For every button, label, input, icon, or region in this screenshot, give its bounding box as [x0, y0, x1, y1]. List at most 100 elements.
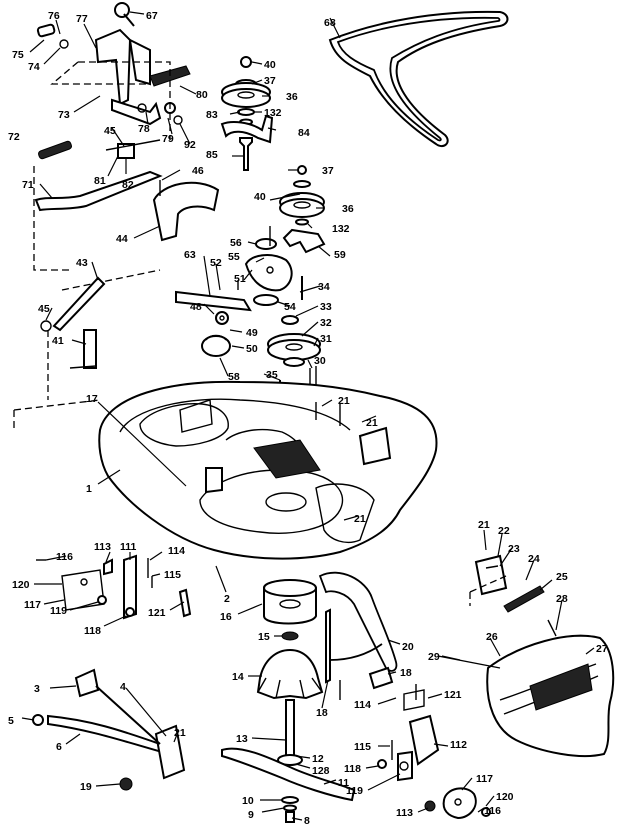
- callout-16: 16: [220, 611, 232, 623]
- callout-78: 78: [138, 123, 150, 135]
- callout-26: 26: [486, 631, 498, 643]
- callout-21-d: 21: [174, 727, 186, 739]
- callout-40-upper: 40: [264, 59, 276, 71]
- callout-73: 73: [58, 109, 70, 121]
- callout-85: 85: [206, 149, 218, 161]
- callout-35: 35: [266, 369, 278, 381]
- callout-28: 28: [556, 593, 568, 605]
- callout-11: 11: [338, 777, 349, 789]
- callout-55: 55: [228, 251, 240, 263]
- callout-44: 44: [116, 233, 128, 245]
- callout-41: 41: [52, 335, 64, 347]
- callout-8: 8: [304, 815, 310, 827]
- callout-116-left: 116: [56, 551, 73, 563]
- callout-77: 77: [76, 13, 88, 25]
- callout-84: 84: [298, 127, 310, 139]
- callout-37-lower: 37: [322, 165, 334, 177]
- callout-112: 112: [450, 739, 467, 751]
- callout-6: 6: [56, 741, 62, 753]
- callout-81: 81: [94, 175, 106, 187]
- callout-56: 56: [230, 237, 242, 249]
- callout-115-right: 115: [354, 741, 371, 753]
- discharge-chute: [486, 634, 615, 757]
- callout-19: 19: [80, 781, 92, 793]
- callout-37-upper: 37: [264, 75, 276, 87]
- callout-49: 49: [246, 327, 258, 339]
- callout-52: 52: [210, 257, 222, 269]
- mower-belt: [328, 10, 509, 148]
- rear-hanger-parts: [377, 684, 491, 820]
- callout-59: 59: [334, 249, 346, 261]
- callout-33: 33: [320, 301, 332, 313]
- callout-120-right: 120: [496, 791, 514, 803]
- callout-114-left: 114: [168, 545, 185, 557]
- callout-83: 83: [206, 109, 218, 121]
- callout-14: 14: [232, 671, 244, 683]
- callout-51: 51: [234, 273, 246, 285]
- callout-67: 67: [146, 10, 158, 22]
- front-hanger-parts: [36, 554, 192, 620]
- callout-3: 3: [34, 683, 40, 695]
- callout-2: 2: [224, 593, 230, 605]
- callout-20: 20: [402, 641, 414, 653]
- callout-68: 68: [324, 17, 336, 29]
- callout-92: 92: [184, 139, 196, 151]
- callout-132-upper: 132: [264, 107, 282, 119]
- callout-23: 23: [508, 543, 520, 555]
- callout-54: 54: [284, 301, 296, 313]
- callout-72: 72: [8, 131, 20, 143]
- callout-32: 32: [320, 317, 332, 329]
- callout-1: 1: [86, 483, 92, 495]
- callout-113-left: 113: [94, 541, 111, 553]
- callout-13: 13: [236, 733, 248, 745]
- callout-21-c: 21: [354, 513, 366, 525]
- callout-58: 58: [228, 371, 240, 383]
- callout-48: 48: [190, 301, 202, 313]
- callout-116-right: 116: [484, 805, 501, 817]
- callout-40-lower: 40: [254, 191, 266, 203]
- callout-25: 25: [556, 571, 568, 583]
- callout-115-left: 115: [164, 569, 181, 581]
- deck-belt-and-bracket: [318, 571, 398, 700]
- callout-119-left: 119: [50, 605, 67, 617]
- callout-50: 50: [246, 343, 258, 355]
- callout-113-right: 113: [396, 807, 413, 819]
- callout-9: 9: [248, 809, 254, 821]
- upper-pulley-stack: [220, 56, 274, 171]
- leader-lines: [21, 11, 595, 821]
- callout-43: 43: [76, 257, 88, 269]
- callout-21-a: 21: [338, 395, 350, 407]
- callout-17: 17: [86, 393, 98, 405]
- callout-4: 4: [120, 681, 126, 693]
- callout-121-right: 121: [444, 689, 462, 701]
- callout-36-upper: 36: [286, 91, 298, 103]
- callout-63: 63: [184, 249, 196, 261]
- callout-132-lower: 132: [332, 223, 350, 235]
- callout-76: 76: [48, 10, 60, 22]
- callout-27: 27: [596, 643, 608, 655]
- callout-71: 71: [22, 179, 34, 191]
- callout-labels: 76 77 67 68 75 74 40 37 36 83 132 84 85 …: [8, 10, 608, 827]
- callout-21-b: 21: [366, 417, 378, 429]
- callout-128: 128: [312, 765, 330, 777]
- callout-118-right: 118: [344, 763, 361, 775]
- spindle-assembly: [221, 579, 356, 823]
- callout-80: 80: [196, 89, 208, 101]
- callout-79: 79: [162, 133, 174, 145]
- callout-82: 82: [122, 179, 134, 191]
- callout-118-left: 118: [84, 625, 101, 637]
- callout-74: 74: [28, 61, 40, 73]
- callout-46: 46: [192, 165, 204, 177]
- callout-111: 111: [120, 541, 137, 553]
- idler-assembly: [175, 280, 252, 357]
- callout-120-left: 120: [12, 579, 30, 591]
- callout-45-lower: 45: [38, 303, 50, 315]
- callout-119-right: 119: [346, 785, 363, 797]
- callout-22: 22: [498, 525, 510, 537]
- callout-21-e: 21: [478, 519, 490, 531]
- callout-12: 12: [312, 753, 324, 765]
- callout-30: 30: [314, 355, 326, 367]
- callout-15: 15: [258, 631, 270, 643]
